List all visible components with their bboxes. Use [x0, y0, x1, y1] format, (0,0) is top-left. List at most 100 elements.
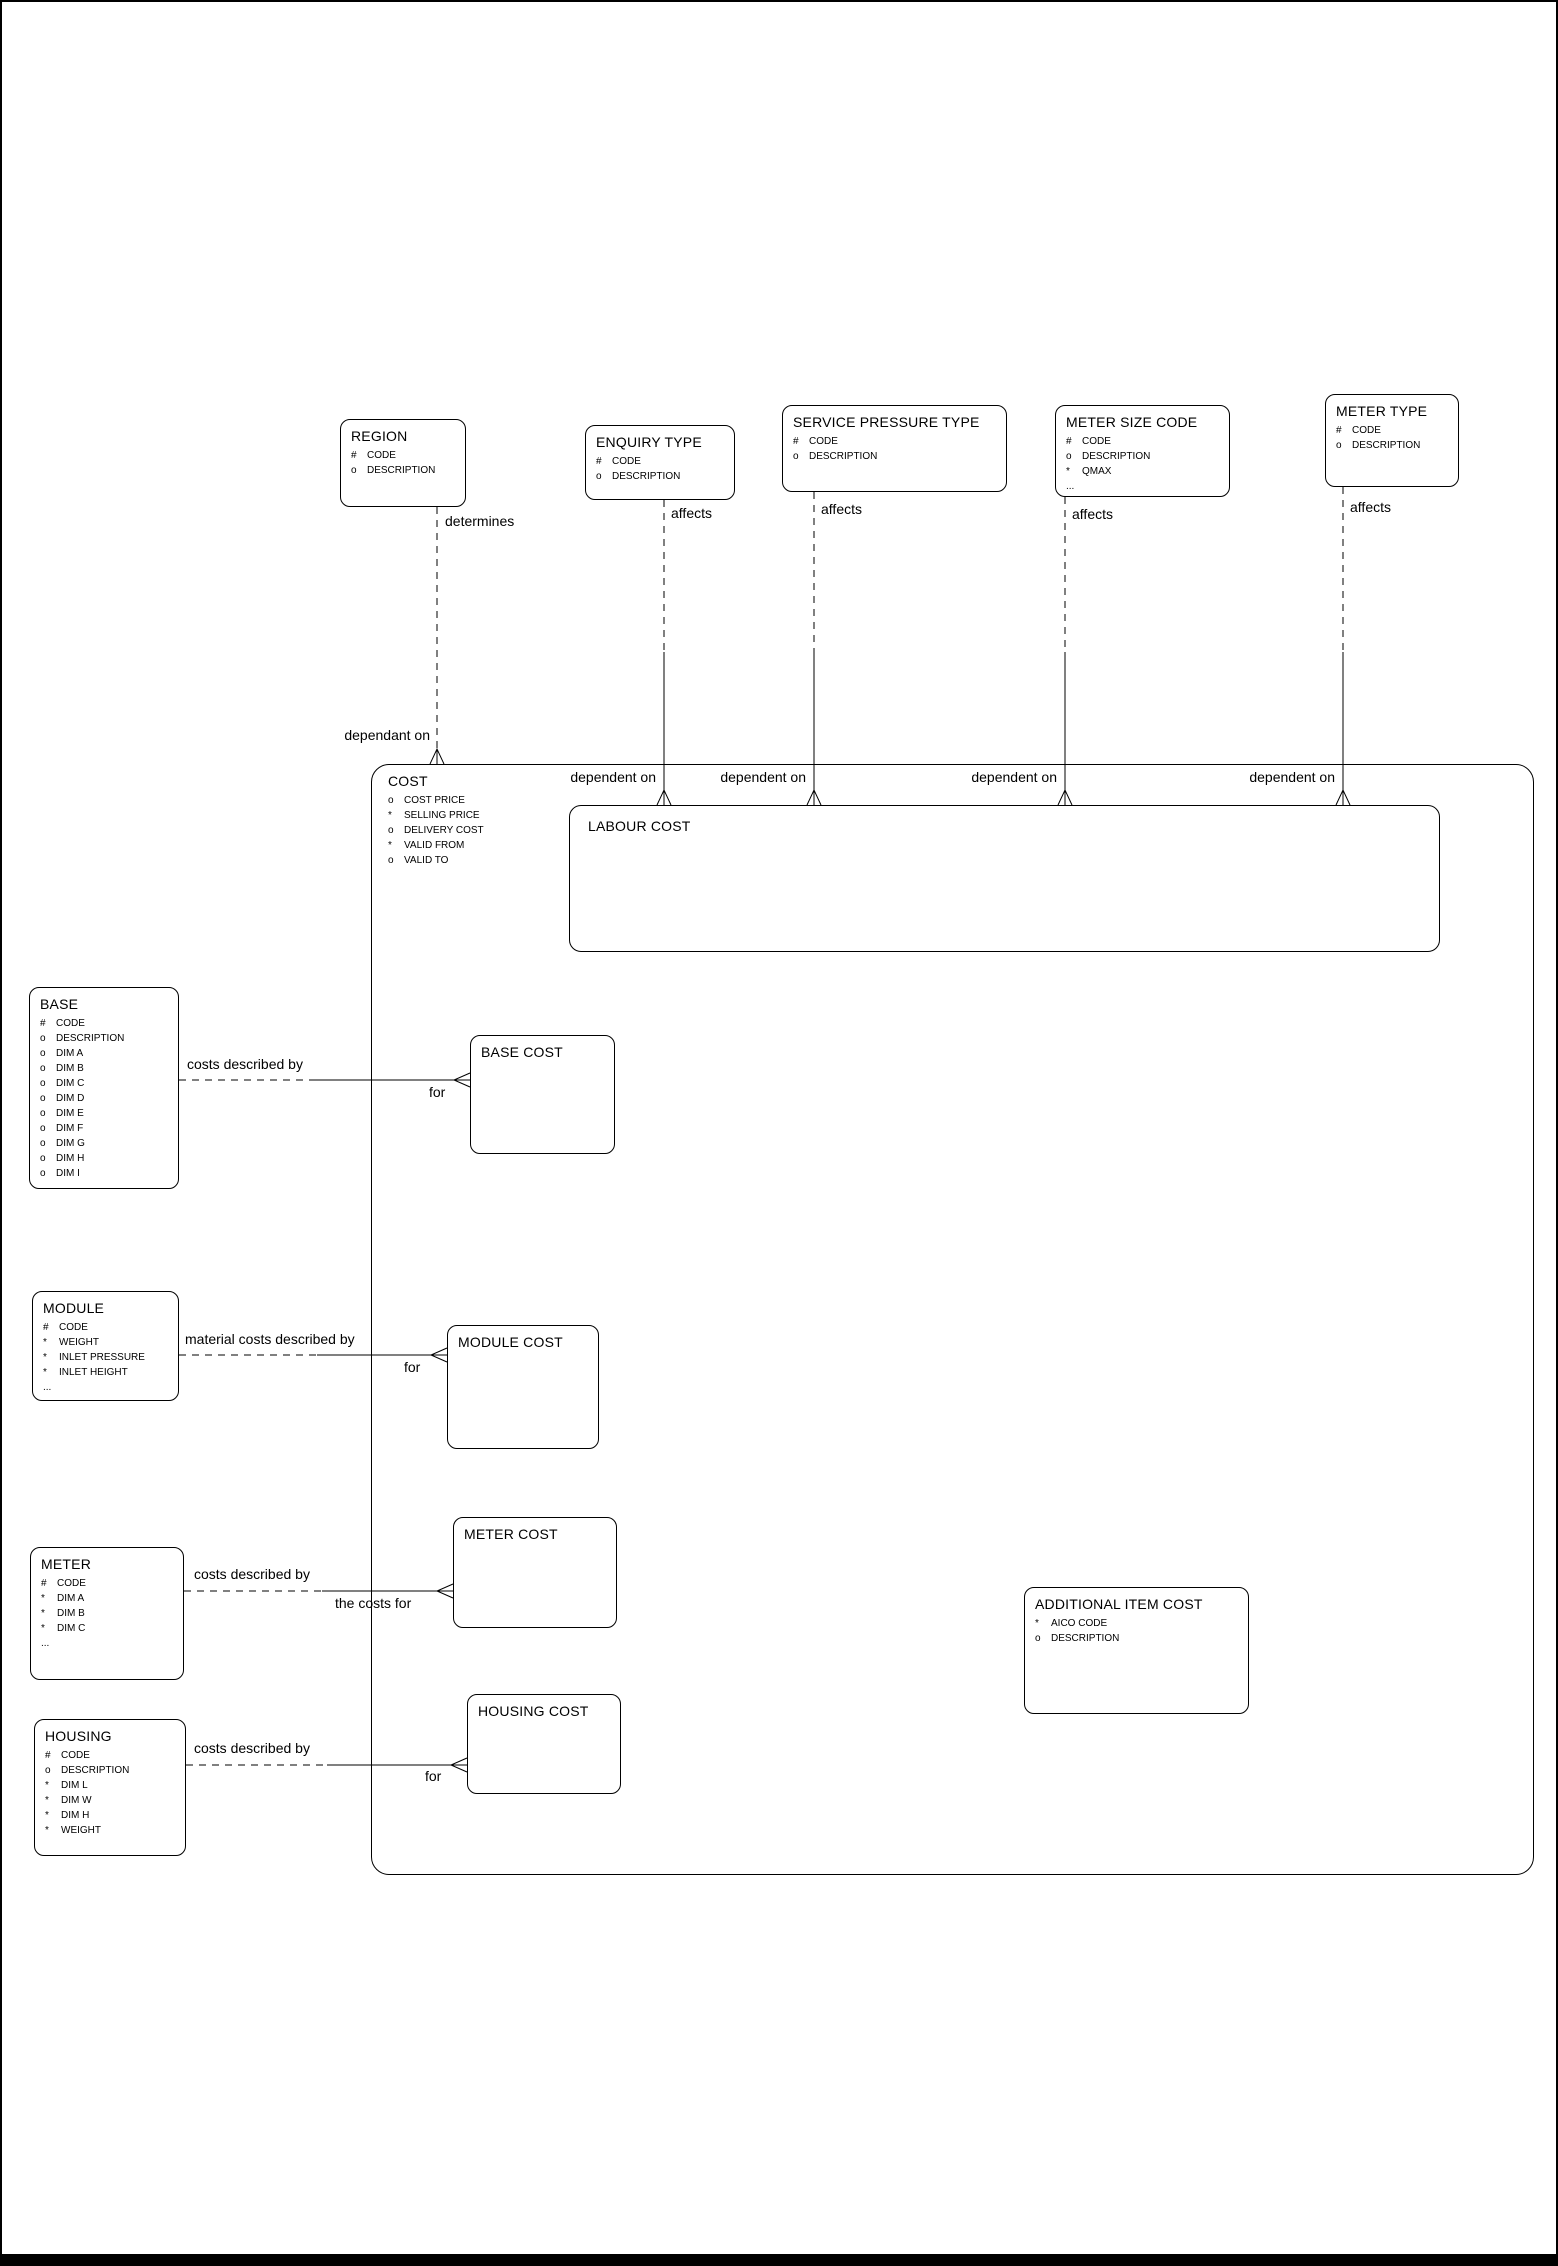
rel-label-dependent-on: dependent on: [1249, 769, 1335, 785]
attribute: *WEIGHT: [45, 1825, 101, 1836]
rel-label-for: for: [425, 1768, 442, 1784]
entity-meter-cost[interactable]: METER COST: [453, 1517, 617, 1628]
entity-title: METER COST: [464, 1526, 558, 1542]
attribute-list: #CODE*DIM A*DIM B*DIM C...: [41, 1576, 179, 1651]
attribute-list: #CODE*WEIGHT*INLET PRESSURE*INLET HEIGHT…: [43, 1320, 174, 1395]
entity-title: HOUSING: [45, 1728, 112, 1744]
entity-title: BASE: [40, 996, 79, 1012]
attribute: *DIM A: [41, 1593, 85, 1604]
page-bottom-bar: [2, 2254, 1556, 2264]
relationship-metertype-labour[interactable]: [1335, 487, 1351, 806]
entity-title: COST: [388, 773, 428, 789]
entity-meter[interactable]: METER #CODE*DIM A*DIM B*DIM C...: [30, 1547, 184, 1680]
entity-title: ENQUIRY TYPE: [596, 434, 702, 450]
rel-label-material-costs-described-by: material costs described by: [185, 1331, 355, 1347]
attribute: *WEIGHT: [43, 1337, 99, 1348]
attribute: ...: [1066, 481, 1075, 492]
rel-label-costs-described-by: costs described by: [194, 1566, 310, 1582]
entity-title: MODULE COST: [458, 1334, 563, 1350]
rel-label-for: for: [429, 1084, 446, 1100]
attribute: *DIM L: [45, 1780, 88, 1791]
rel-label-dependent-on: dependent on: [570, 769, 656, 785]
rel-label-dependent-on: dependent on: [971, 769, 1057, 785]
attribute: #CODE: [1066, 436, 1111, 447]
attribute: *DIM C: [41, 1623, 86, 1634]
entity-base-cost[interactable]: BASE COST: [470, 1035, 615, 1154]
relationship-region-cost[interactable]: [429, 507, 445, 765]
attribute: ...: [41, 1638, 50, 1649]
entity-housing-cost[interactable]: HOUSING COST: [467, 1694, 621, 1794]
relationship-enquiry-labour[interactable]: [656, 500, 672, 806]
relationship-base-basecost[interactable]: [179, 1072, 471, 1088]
attribute: #CODE: [596, 456, 641, 467]
attribute: *INLET HEIGHT: [43, 1367, 128, 1378]
attribute: ...: [43, 1382, 52, 1393]
entity-module[interactable]: MODULE #CODE*WEIGHT*INLET PRESSURE*INLET…: [32, 1291, 179, 1401]
entity-title: BASE COST: [481, 1044, 563, 1060]
rel-label-affects: affects: [821, 501, 862, 517]
attribute: *DIM H: [45, 1810, 90, 1821]
attribute: *VALID FROM: [388, 840, 465, 851]
entity-title: HOUSING COST: [478, 1703, 589, 1719]
attribute: *DIM B: [41, 1608, 85, 1619]
entity-title: MODULE: [43, 1300, 105, 1316]
entity-module-cost[interactable]: MODULE COST: [447, 1325, 599, 1449]
relationship-module-modulecost[interactable]: [179, 1347, 448, 1363]
relationship-metersize-labour[interactable]: [1057, 497, 1073, 806]
attribute: *AICO CODE: [1035, 1618, 1108, 1629]
attribute: #CODE: [43, 1322, 88, 1333]
attribute: #CODE: [793, 436, 838, 447]
attribute: #CODE: [45, 1750, 90, 1761]
entity-labour-cost[interactable]: LABOUR COST: [569, 805, 1440, 952]
rel-label-for: for: [404, 1359, 421, 1375]
relationship-housing-housingcost[interactable]: [186, 1757, 468, 1773]
attribute: *SELLING PRICE: [388, 810, 480, 821]
relationship-service-labour[interactable]: [806, 492, 822, 806]
rel-label-costs-described-by: costs described by: [187, 1056, 303, 1072]
entity-title: ADDITIONAL ITEM COST: [1035, 1596, 1203, 1612]
rel-label-the-costs-for: the costs for: [335, 1595, 412, 1611]
attribute: #CODE: [40, 1018, 85, 1029]
relationship-meter-metercost[interactable]: [184, 1583, 454, 1599]
entity-title: METER TYPE: [1336, 403, 1428, 419]
rel-label-affects: affects: [671, 505, 712, 521]
rel-label-determines: determines: [445, 513, 515, 529]
rel-label-affects: affects: [1072, 506, 1113, 522]
attribute: #CODE: [1336, 425, 1381, 436]
